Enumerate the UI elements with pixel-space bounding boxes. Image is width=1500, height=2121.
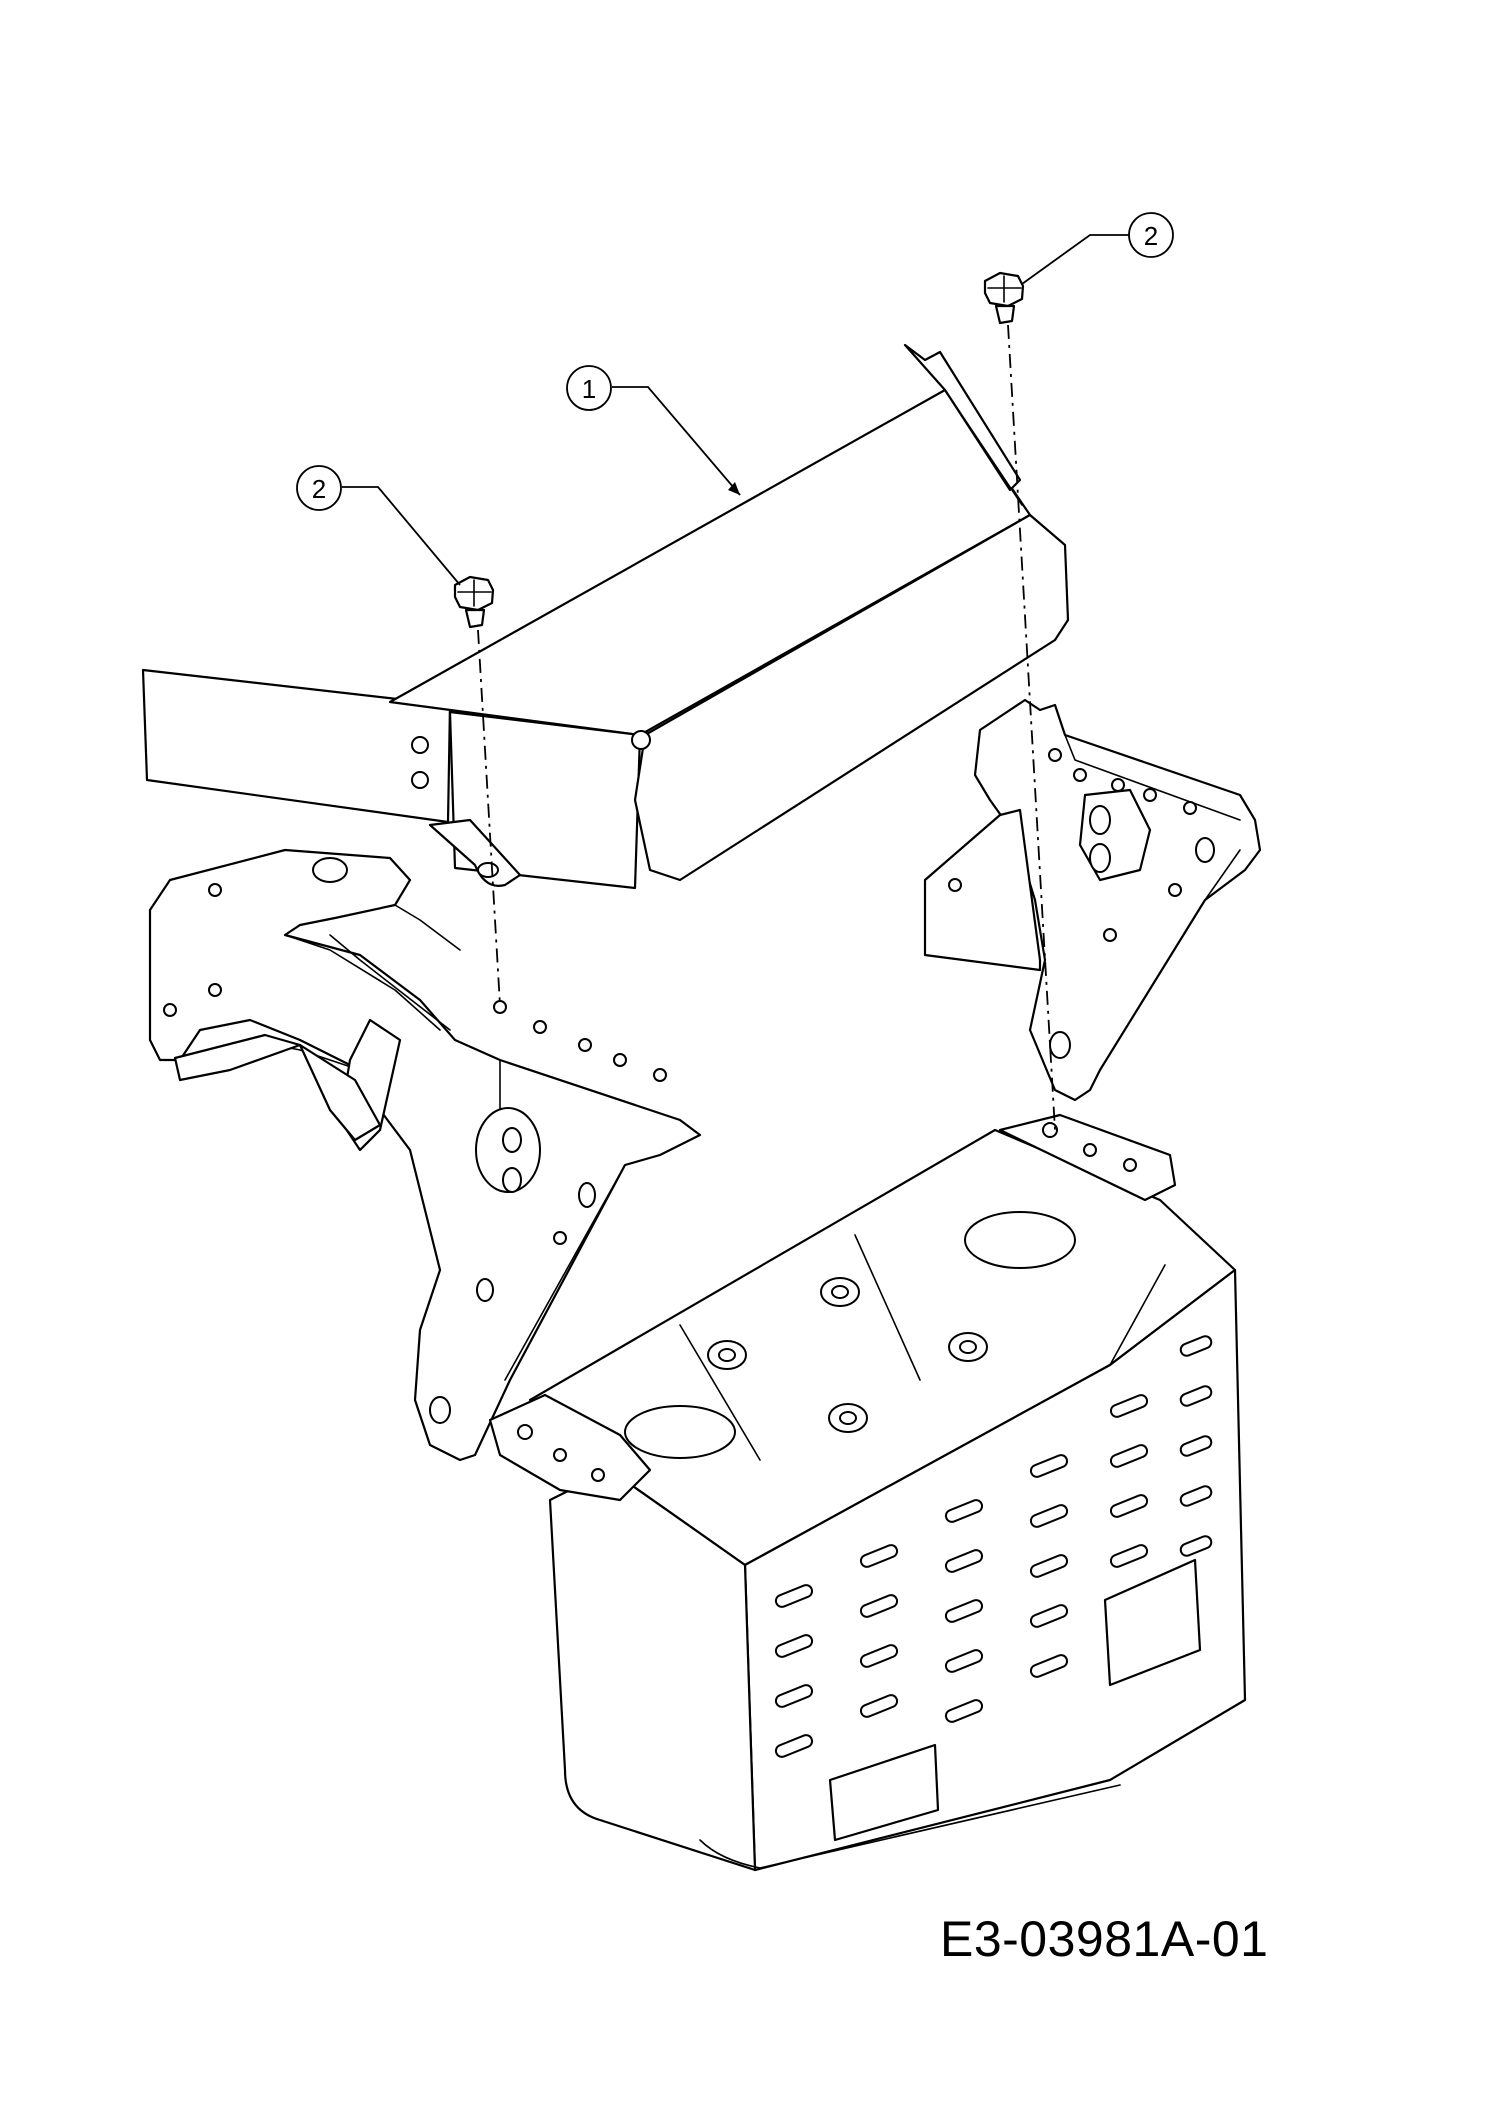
muffler-heat-shield xyxy=(488,1113,1247,1872)
callout-part-2-right: 2 xyxy=(1021,212,1174,285)
callout-1-label: 1 xyxy=(582,374,596,404)
alignment-lines xyxy=(477,324,1056,1131)
left-mounting-bracket xyxy=(148,848,702,1462)
ventilation-slots xyxy=(774,1335,1213,1758)
drawing-number: E3-03981A-01 xyxy=(940,1911,1269,1967)
flange-bolt-left xyxy=(453,575,495,629)
flange-bolt-right xyxy=(983,271,1025,325)
callout-2-left-label: 2 xyxy=(312,474,326,504)
right-mounting-bracket xyxy=(923,698,1262,1102)
callout-part-2-left: 2 xyxy=(296,465,461,586)
cover-plate-part-1 xyxy=(141,343,1070,890)
countersunk-holes xyxy=(707,1277,988,1433)
callout-part-1: 1 xyxy=(566,365,741,496)
callout-2-right-label: 2 xyxy=(1144,221,1158,251)
